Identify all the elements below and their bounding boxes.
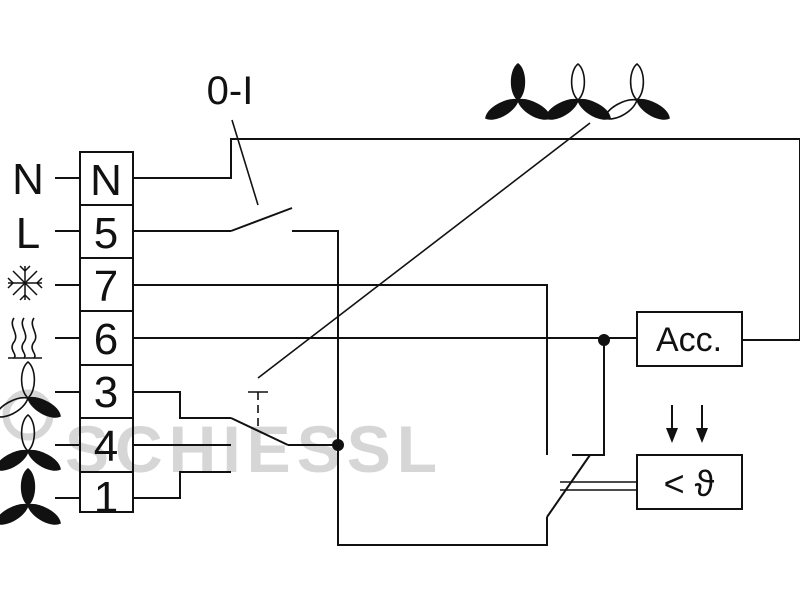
snowflake-icon <box>7 265 43 301</box>
watermark-text: SCHIESSL <box>65 412 443 486</box>
terminal-number-1: 1 <box>94 473 118 522</box>
terminal-number-6: 6 <box>94 315 118 364</box>
arrow-down-icon <box>666 405 678 443</box>
main-switch-label: 0-I <box>207 69 254 113</box>
terminal-number-5: 5 <box>94 209 118 258</box>
terminal-number-4: 4 <box>94 422 118 471</box>
fan-speed-high-icon <box>485 63 551 120</box>
terminal-number-n: N <box>90 156 122 205</box>
accessory-label: Acc. <box>656 321 722 359</box>
watermark: SCHIESSL <box>2 389 443 486</box>
fan-speed-high-icon <box>0 468 61 525</box>
neutral-label: N <box>12 155 44 204</box>
fan-speed-medium-icon <box>545 63 611 120</box>
heating-icon <box>8 317 42 359</box>
terminal-number-3: 3 <box>94 368 118 417</box>
fan-speed-low-icon <box>604 63 670 120</box>
accessory-box: Acc. <box>636 311 743 367</box>
terminal-block: N 5 7 6 3 4 1 <box>79 151 134 522</box>
line-label: L <box>16 209 40 258</box>
terminal-stubs <box>55 177 80 499</box>
arrow-down-icon <box>696 405 708 443</box>
thermostat-box: < ϑ <box>636 454 743 510</box>
thermostat-label: < ϑ <box>664 463 715 504</box>
junction-dot <box>332 439 344 451</box>
wiring <box>133 119 800 546</box>
terminal-number-7: 7 <box>94 262 118 311</box>
